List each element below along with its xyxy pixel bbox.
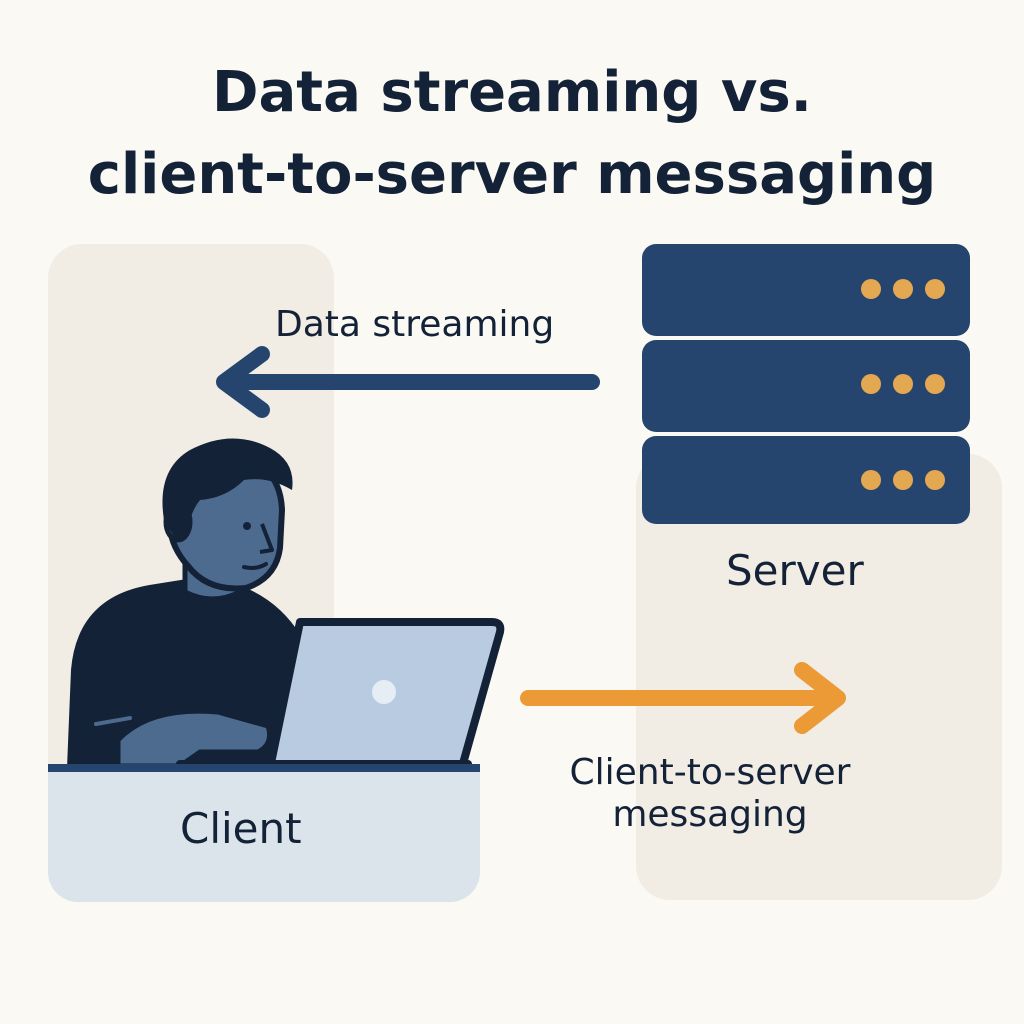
client-to-server-label-line-2: messaging [612,794,808,835]
title-line-2: client-to-server messaging [87,142,937,207]
client-label: Client [180,804,302,853]
page-title: Data streaming vs. client-to-server mess… [0,52,1024,216]
client-to-server-label: Client-to-server messaging [520,752,900,836]
client-base [48,768,480,902]
title-line-1: Data streaming vs. [212,60,812,125]
data-streaming-label: Data streaming [275,304,555,345]
server-unit-bottom [642,436,970,524]
server-unit-top [642,244,970,336]
server-unit-middle [642,340,970,432]
person-at-laptop-icon [48,438,505,772]
arrow-right-icon [520,662,846,734]
server-indicator-lights [861,279,945,490]
client-to-server-label-line-1: Client-to-server [569,752,851,793]
laptop-logo [372,680,396,704]
server-rack-icon [642,244,970,524]
server-label: Server [726,546,864,595]
desk-edge [48,764,480,772]
arrow-left-icon [216,346,600,418]
